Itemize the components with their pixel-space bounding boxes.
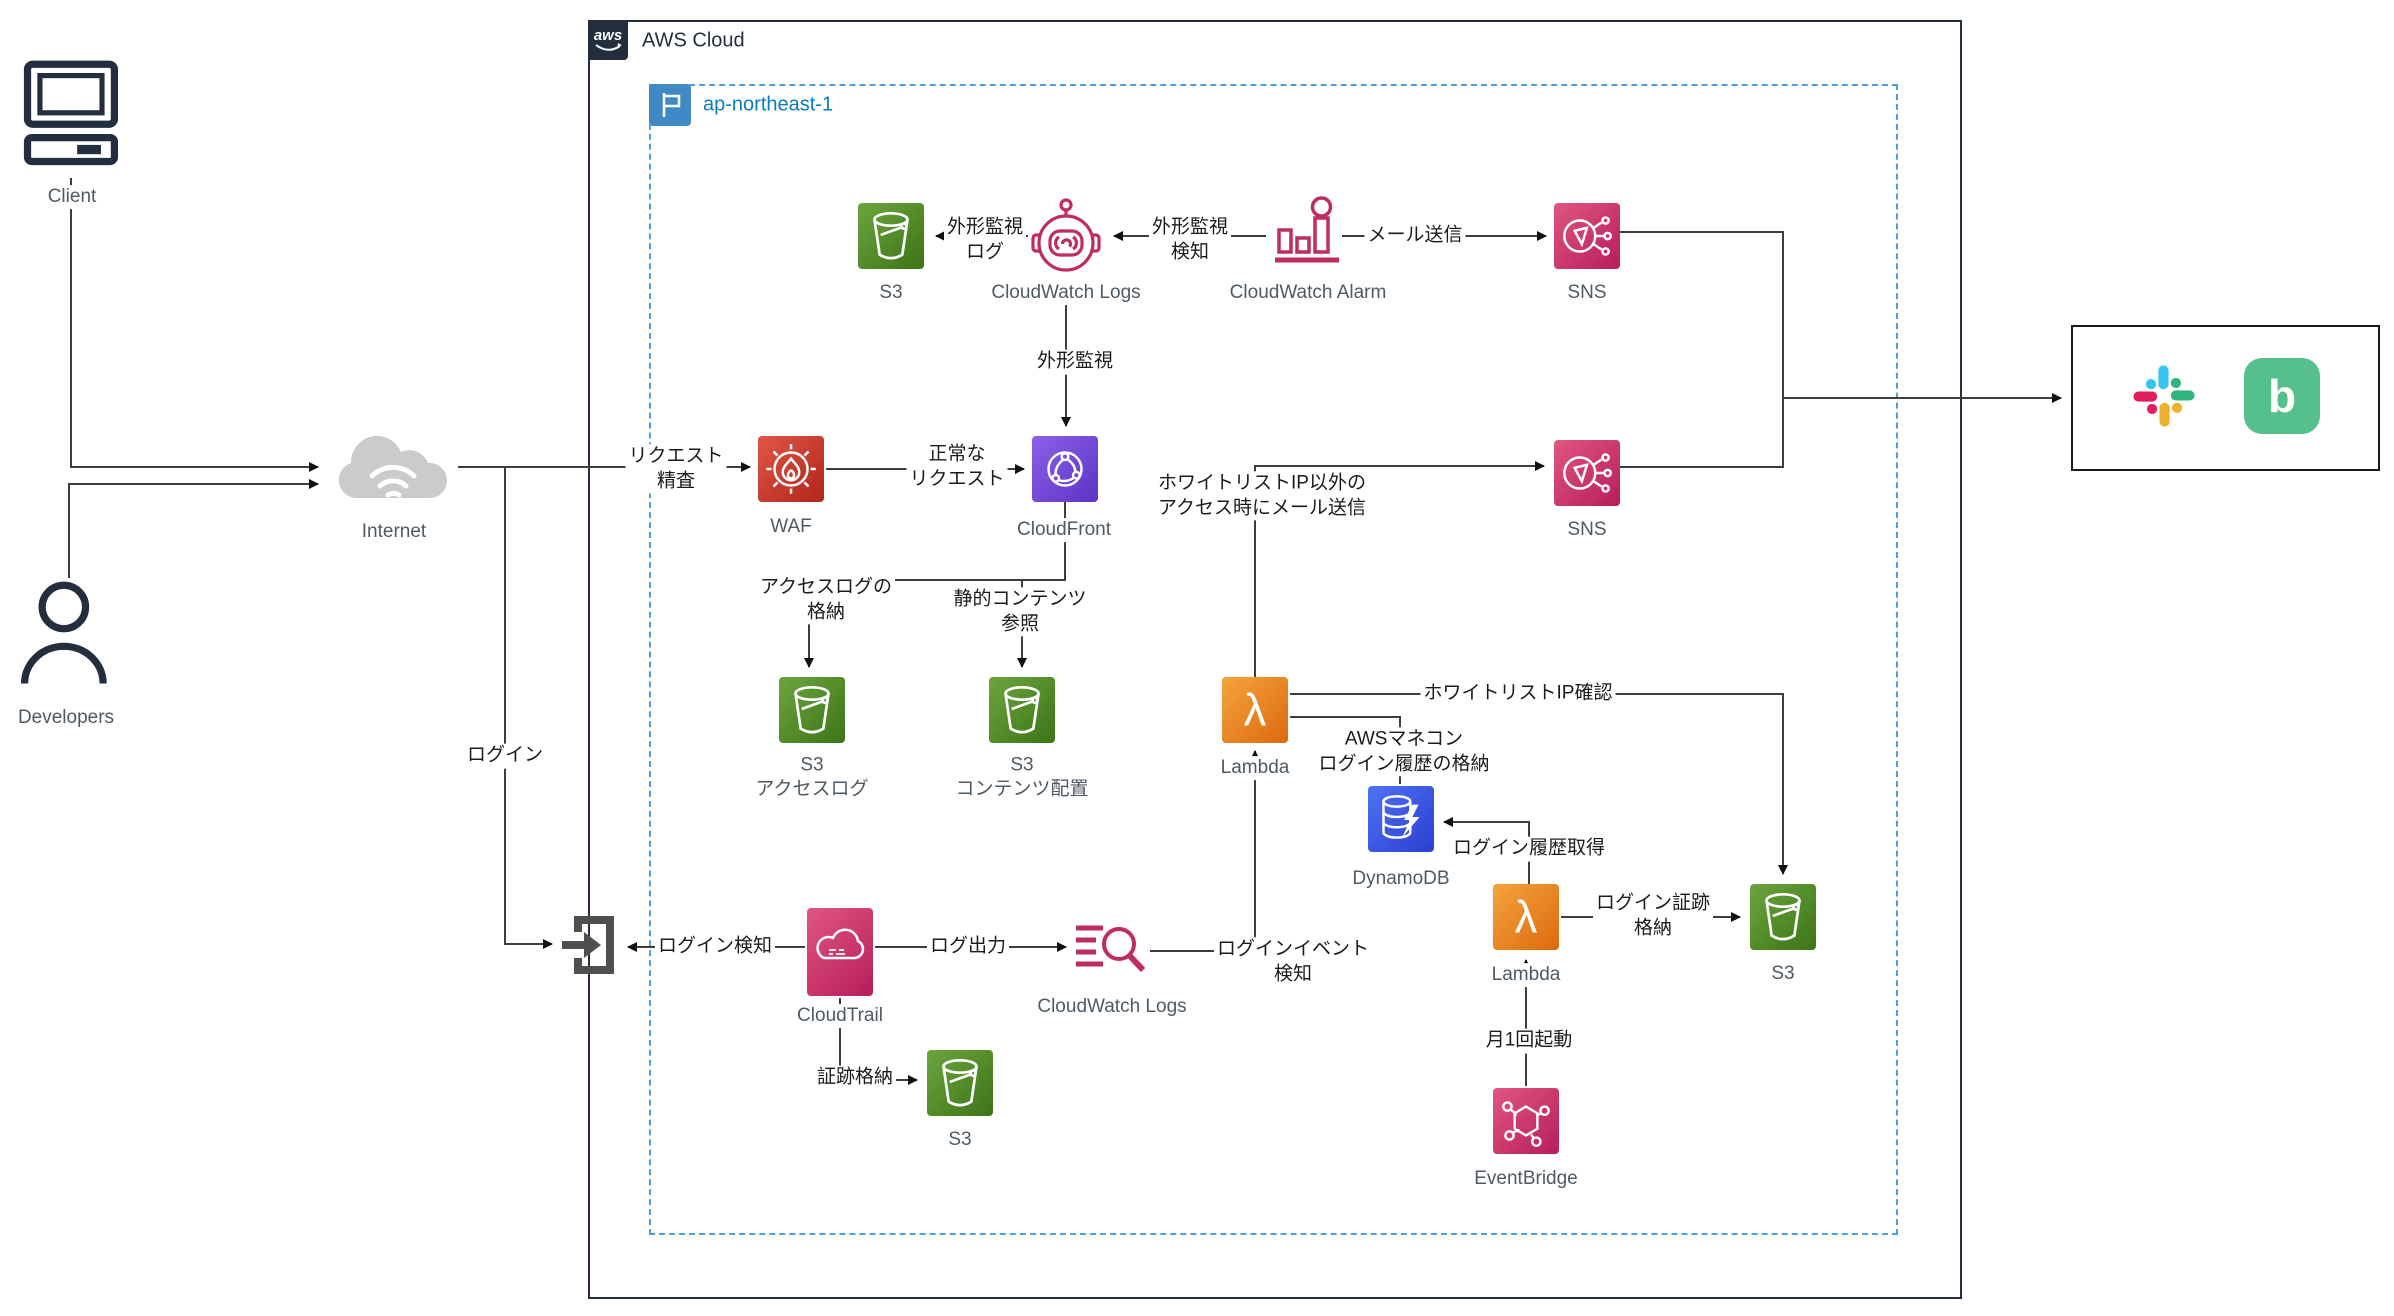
s3-access-log-label: S3 アクセスログ: [752, 753, 872, 801]
cloudwatch-synthetics-robot-icon: [1028, 193, 1104, 284]
edge-label-login-detect: ログイン検知: [654, 934, 776, 960]
sign-in-icon: [558, 910, 620, 985]
edge-label-synthetics-detect: 外形監視 検知: [1148, 215, 1232, 265]
cloudwatch-logs-insights-icon: [1072, 912, 1152, 995]
sns-mid-label: SNS: [1564, 518, 1610, 542]
backlog-icon: b: [2244, 358, 2320, 434]
edge-label-monthly-trigger: 月1回起動: [1482, 1028, 1576, 1054]
edge-label-access-log-store: アクセスログの 格納: [756, 575, 896, 625]
client-computer-icon: [20, 58, 124, 183]
internet-cloud-icon: [328, 424, 458, 517]
s3-right-icon: [1750, 884, 1816, 950]
s3-bucket-icon: [858, 203, 924, 269]
svg-text:λ: λ: [1515, 891, 1538, 942]
edge-label-login-history-get: ログイン履歴取得: [1449, 836, 1609, 862]
edge-label-mail-send: メール送信: [1364, 223, 1466, 249]
edge-label-mancon-history-store: AWSマネコン ログイン履歴の格納: [1315, 727, 1493, 777]
region-label: ap-northeast-1: [703, 93, 834, 116]
edge-label-login-evidence-store: ログイン証跡 格納: [1592, 891, 1714, 941]
cwl-top-label: CloudWatch Logs: [988, 281, 1144, 305]
s3-top-label: S3: [876, 281, 906, 305]
internet-label: Internet: [358, 520, 430, 544]
waf-label: WAF: [767, 515, 815, 539]
sns-mid-icon: [1554, 440, 1620, 506]
s3-trail-label: S3: [945, 1128, 975, 1152]
edge-label-log-output: ログ出力: [926, 934, 1010, 960]
region-box: [649, 84, 1898, 1235]
external-tools-box: [2071, 325, 2380, 471]
dynamodb-icon: [1368, 786, 1434, 852]
s3-content-label: S3 コンテンツ配置: [952, 753, 1092, 801]
s3-access-log-icon: [779, 677, 845, 743]
lambda2-label: Lambda: [1488, 963, 1564, 987]
eventbridge-icon: [1493, 1088, 1559, 1154]
svg-text:λ: λ: [1244, 684, 1267, 735]
edge-label-trail-evidence-store: 証跡格納: [813, 1065, 897, 1091]
cloudfront-icon: [1032, 436, 1098, 502]
svg-text:aws: aws: [594, 27, 622, 44]
lambda1-icon: λ: [1222, 677, 1288, 743]
s3-trail-icon: [927, 1050, 993, 1116]
eventbridge-label: EventBridge: [1471, 1167, 1581, 1191]
edge-label-request-inspect: リクエスト 精査: [625, 444, 727, 494]
cloudtrail-icon: [807, 908, 873, 996]
edge-label-synthetics-log: 外形監視 ログ: [943, 215, 1027, 265]
cw-alarm-label: CloudWatch Alarm: [1226, 281, 1390, 305]
edge-label-login: ログイン: [463, 743, 547, 769]
s3-content-icon: [989, 677, 1055, 743]
slack-icon: [2130, 362, 2198, 435]
cloudtrail-label: CloudTrail: [794, 1004, 886, 1028]
cwl-bottom-label: CloudWatch Logs: [1034, 995, 1190, 1019]
aws-cloud-box: [588, 20, 1962, 1299]
cloudwatch-alarm-icon: [1272, 194, 1342, 275]
developers-label: Developers: [14, 706, 118, 730]
lambda1-label: Lambda: [1217, 756, 1293, 780]
aws-logo-icon: aws: [588, 20, 628, 60]
edge-label-synthetics: 外形監視: [1033, 349, 1117, 375]
edge-label-whitelist-mail: ホワイトリストIP以外の アクセス時にメール送信: [1154, 471, 1370, 521]
region-flag-icon: [649, 84, 691, 126]
edge-label-static-content: 静的コンテンツ 参照: [950, 587, 1090, 637]
sns-top-icon: [1554, 203, 1620, 269]
aws-cloud-label: AWS Cloud: [642, 29, 745, 52]
backlog-letter: b: [2267, 370, 2297, 422]
edge-label-login-event-detect: ログインイベント 検知: [1213, 937, 1373, 987]
developers-person-icon: [16, 576, 120, 703]
waf-icon: [758, 436, 824, 502]
s3-right-label: S3: [1768, 962, 1798, 986]
cloudfront-label: CloudFront: [1014, 518, 1114, 542]
edge-label-normal-request: 正常な リクエスト: [906, 442, 1008, 492]
dynamodb-label: DynamoDB: [1349, 867, 1453, 891]
lambda2-icon: λ: [1493, 884, 1559, 950]
sns-top-label: SNS: [1564, 281, 1610, 305]
client-label: Client: [44, 185, 100, 209]
edge-label-whitelist-check: ホワイトリストIP確認: [1420, 681, 1616, 707]
